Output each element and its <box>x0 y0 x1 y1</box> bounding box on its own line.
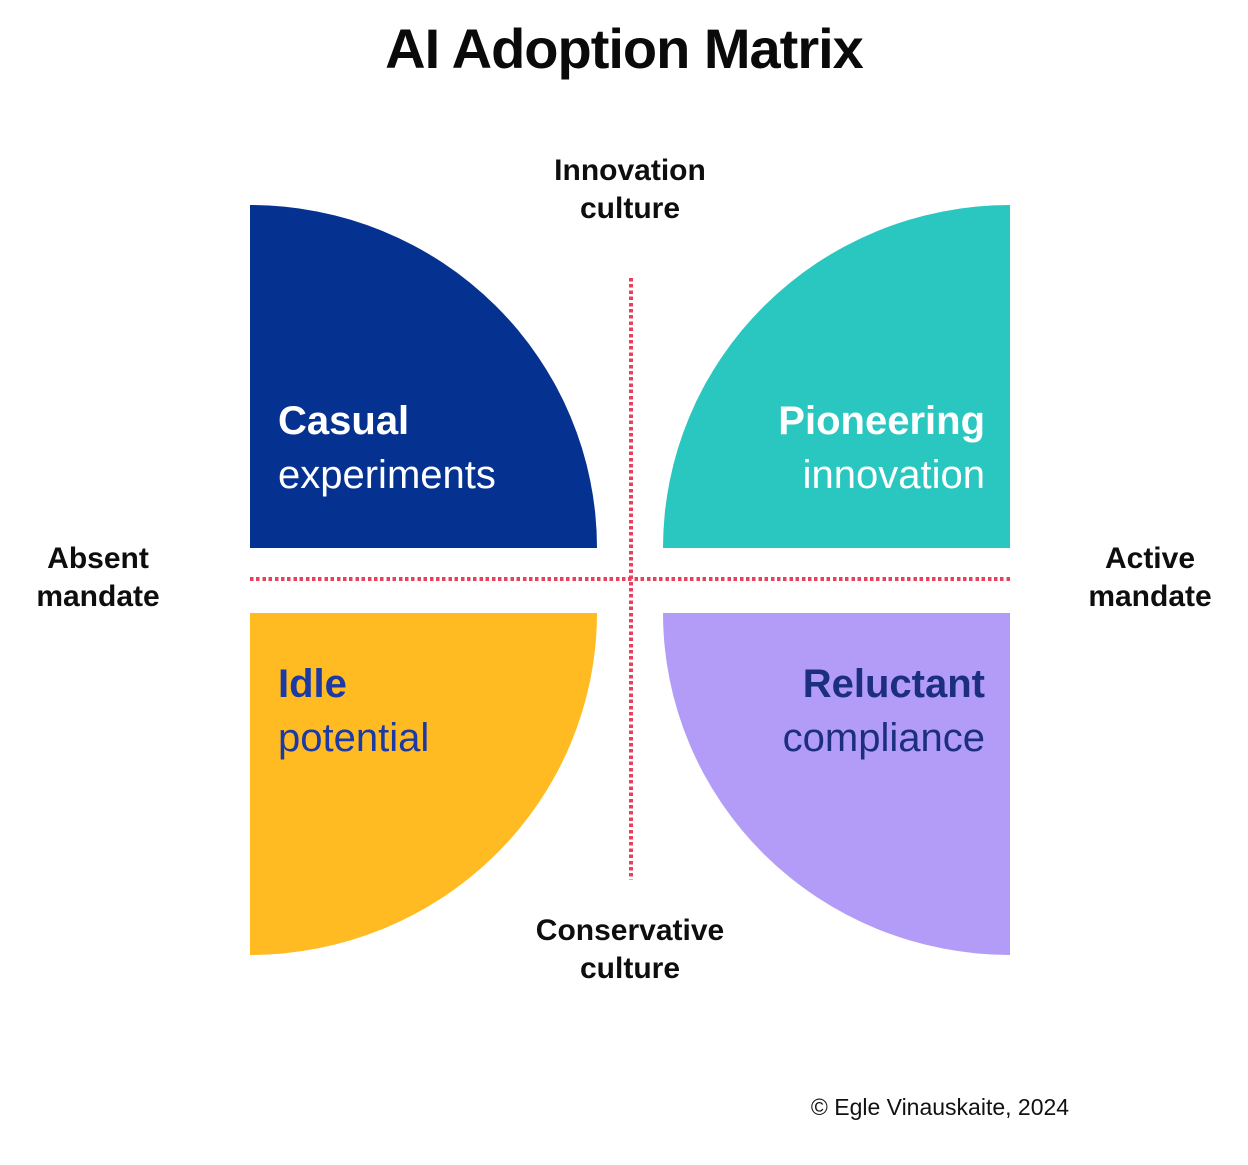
axis-label-conservative-culture: Conservative culture <box>450 912 810 988</box>
axis-label-active-mandate: Active mandate <box>1052 540 1248 616</box>
quadrant-label: Reluctant compliance <box>783 657 985 765</box>
axis-label-line: Absent <box>47 542 149 575</box>
axis-label-innovation-culture: Innovation culture <box>450 152 810 228</box>
quadrant-subtitle: experiments <box>278 453 496 497</box>
axis-label-line: mandate <box>1088 580 1212 613</box>
quadrant-idle-potential: Idle potential <box>250 613 597 955</box>
quadrant-pioneering-innovation: Pioneering innovation <box>663 205 1010 548</box>
quadrant-title: Casual <box>278 399 410 443</box>
quadrant-label: Casual experiments <box>278 394 496 502</box>
quadrant-subtitle: potential <box>278 716 430 760</box>
axis-label-absent-mandate: Absent mandate <box>0 540 196 616</box>
quadrant-reluctant-compliance: Reluctant compliance <box>663 613 1010 955</box>
quadrant-casual-experiments: Casual experiments <box>250 205 597 548</box>
axis-label-line: mandate <box>36 580 160 613</box>
quadrant-subtitle: compliance <box>782 716 985 760</box>
horizontal-axis-dotted-line <box>250 577 1010 581</box>
page-title: AI Adoption Matrix <box>385 17 864 80</box>
quadrant-title: Reluctant <box>802 662 985 706</box>
axis-label-line: Conservative <box>535 914 725 947</box>
axis-label-line: culture <box>579 192 681 225</box>
quadrant-label: Pioneering innovation <box>778 394 985 502</box>
quadrant-subtitle: innovation <box>802 453 985 497</box>
axis-label-line: Active <box>1104 542 1196 575</box>
quadrant-label: Idle potential <box>278 657 429 765</box>
copyright-attribution: © Egle Vinauskaite, 2024 <box>810 1094 1070 1120</box>
axis-label-line: culture <box>579 952 681 985</box>
axis-label-line: Innovation <box>554 154 706 187</box>
quadrant-title: Pioneering <box>778 399 985 443</box>
quadrant-title: Idle <box>278 662 347 706</box>
